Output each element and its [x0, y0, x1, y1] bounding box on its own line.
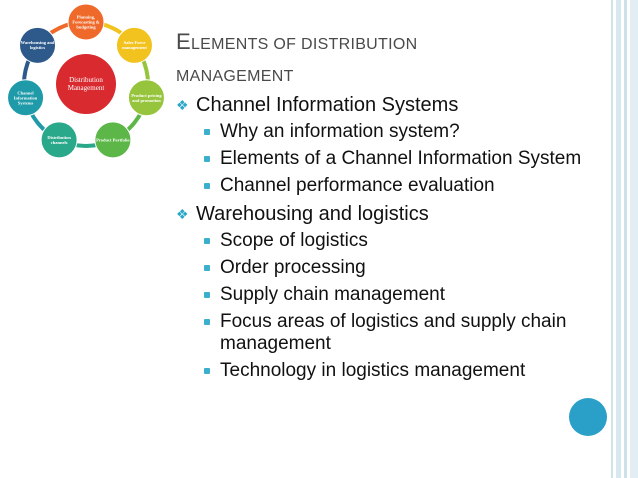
bullet-text: Channel performance evaluation — [220, 175, 495, 196]
title-line-2: MANAGEMENT — [176, 68, 294, 85]
cycle-node — [67, 3, 105, 41]
corner-circle-decoration — [569, 398, 607, 436]
ring-bullet-icon: ❖ — [176, 206, 189, 222]
title-line-1: ELEMENTS OF DISTRIBUTION — [176, 26, 576, 61]
bullet-text: Focus areas of logistics and supply chai… — [220, 311, 567, 354]
edge-stripe — [616, 0, 621, 478]
bullet-level-2: Scope of logistics — [176, 230, 596, 252]
distribution-cycle-diagram: Distribution Management Planning, Foreca… — [0, 0, 176, 176]
bullet-text: Why an information system? — [220, 121, 460, 142]
center-label: Distribution Management — [67, 76, 105, 92]
bullet-text: Elements of a Channel Information System — [220, 148, 582, 169]
center-circle — [56, 54, 116, 114]
slide-title: ELEMENTS OF DISTRIBUTION MANAGEMENT — [176, 26, 576, 93]
square-bullet-icon — [204, 183, 210, 189]
bullet-level-2: Order processing — [176, 257, 596, 279]
cycle-node-label: Distribution channels — [47, 134, 71, 145]
bullet-level-2: Channel performance evaluation — [176, 175, 596, 197]
ring-bullet-icon: ❖ — [176, 97, 189, 113]
cycle-node — [19, 26, 57, 64]
square-bullet-icon — [204, 319, 210, 325]
bullet-level-2: Focus areas of logistics and supply chai… — [176, 311, 596, 355]
square-bullet-icon — [204, 292, 210, 298]
cycle-node-label: Product pricing and promotion — [131, 92, 162, 103]
cycle-node-label: Planning, Forecasting & budgeting — [72, 14, 100, 30]
bullet-text: Scope of logistics — [220, 230, 368, 251]
square-bullet-icon — [204, 129, 210, 135]
bullet-text: Order processing — [220, 257, 366, 278]
bullet-level-2: Technology in logistics management — [176, 360, 596, 382]
bullet-level-2: Supply chain management — [176, 284, 596, 306]
cycle-node-label: Sales Force management — [122, 40, 147, 51]
bullet-level-1: ❖ Channel Information Systems — [176, 93, 596, 117]
square-bullet-icon — [204, 265, 210, 271]
cycle-node — [127, 79, 165, 117]
title-initial: E — [176, 29, 191, 54]
cycle-node-label: Warehousing and logistics — [20, 40, 55, 51]
edge-stripe — [611, 0, 613, 478]
title-rest: LEMENTS OF DISTRIBUTION — [190, 36, 418, 53]
cycle-node — [7, 79, 45, 117]
bullet-list: ❖ Channel Information Systems Why an inf… — [176, 93, 596, 387]
cycle-node — [40, 121, 78, 159]
bullet-text: Supply chain management — [220, 284, 445, 305]
cycle-node — [94, 121, 132, 159]
edge-stripe — [624, 0, 627, 478]
square-bullet-icon — [204, 368, 210, 374]
bullet-level-2: Why an information system? — [176, 121, 596, 143]
bullet-text: Channel Information Systems — [196, 94, 459, 116]
square-bullet-icon — [204, 238, 210, 244]
bullet-text: Warehousing and logistics — [196, 203, 429, 225]
bullet-level-2: Elements of a Channel Information System — [176, 148, 596, 170]
cycle-ring — [7, 3, 165, 159]
cycle-node — [115, 26, 153, 64]
cycle-node-label: Channel Information Systems — [13, 90, 38, 106]
bullet-level-1: ❖ Warehousing and logistics — [176, 202, 596, 226]
edge-stripe — [630, 0, 638, 478]
cycle-node-label: Product Portfolio — [96, 137, 130, 143]
square-bullet-icon — [204, 156, 210, 162]
bullet-text: Technology in logistics management — [220, 360, 526, 381]
